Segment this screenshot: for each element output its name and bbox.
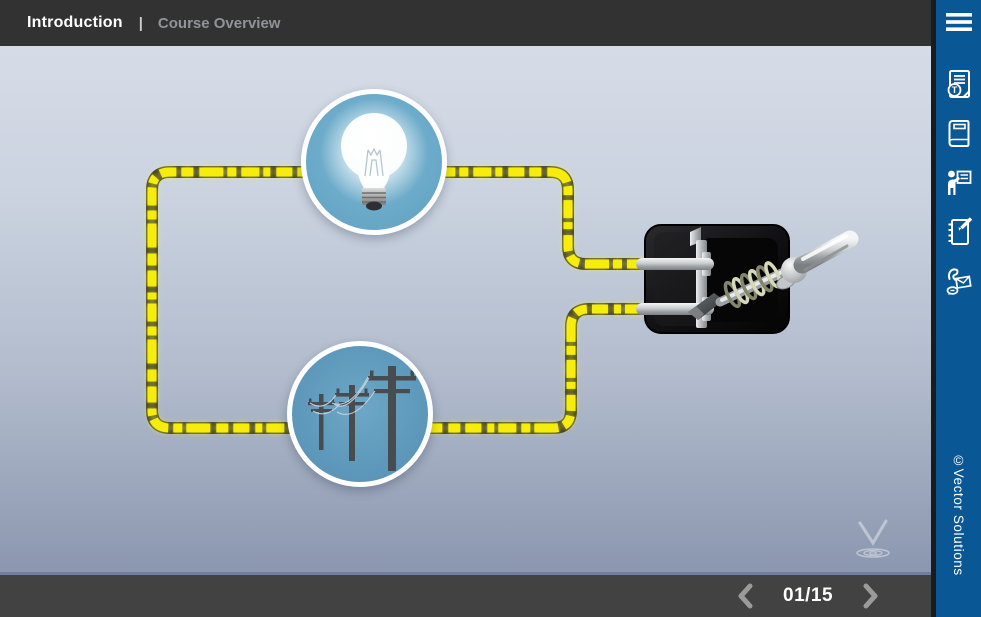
power-lines-icon bbox=[308, 366, 416, 471]
menu-icon bbox=[945, 13, 972, 31]
light-bulb-node bbox=[301, 89, 447, 235]
notes-icon bbox=[948, 217, 972, 245]
contact-icon bbox=[946, 268, 972, 295]
copyright-label: ©Vector Solutions bbox=[951, 453, 966, 576]
transcript-button[interactable]: T bbox=[942, 68, 976, 102]
stage-bottom-edge bbox=[0, 572, 931, 575]
contact-button[interactable] bbox=[942, 264, 976, 298]
transcript-icon: T bbox=[947, 70, 970, 99]
slide-stage bbox=[0, 46, 931, 572]
tools-sidebar: T bbox=[931, 0, 981, 617]
book-icon bbox=[948, 120, 969, 147]
circuit-scene bbox=[146, 166, 890, 558]
navigation-bar: 01/15 bbox=[0, 575, 931, 617]
next-slide-button[interactable] bbox=[862, 582, 880, 610]
header-bar: Introduction | Course Overview bbox=[0, 0, 931, 46]
power-lines-node bbox=[287, 341, 433, 487]
previous-slide-button[interactable] bbox=[736, 582, 754, 610]
course-subtitle: Course Overview bbox=[157, 14, 281, 32]
title-divider: | bbox=[138, 14, 143, 32]
light-bulb-icon bbox=[320, 98, 428, 211]
chevron-left-icon bbox=[738, 583, 753, 609]
book-button[interactable] bbox=[942, 117, 976, 151]
vector-watermark-icon bbox=[856, 519, 890, 558]
page-navigation: 01/15 bbox=[736, 575, 880, 617]
chevron-right-icon bbox=[863, 583, 878, 609]
menu-button[interactable] bbox=[942, 5, 976, 39]
page-counter: 01/15 bbox=[783, 585, 834, 606]
circuit-wire bbox=[146, 166, 651, 434]
trainer-icon bbox=[947, 170, 971, 195]
trainer-button[interactable] bbox=[942, 166, 976, 200]
transcript-badge-letter: T bbox=[951, 85, 957, 95]
knife-switch[interactable] bbox=[636, 224, 859, 334]
lesson-title: Introduction bbox=[27, 14, 123, 31]
notes-button[interactable] bbox=[942, 215, 976, 249]
